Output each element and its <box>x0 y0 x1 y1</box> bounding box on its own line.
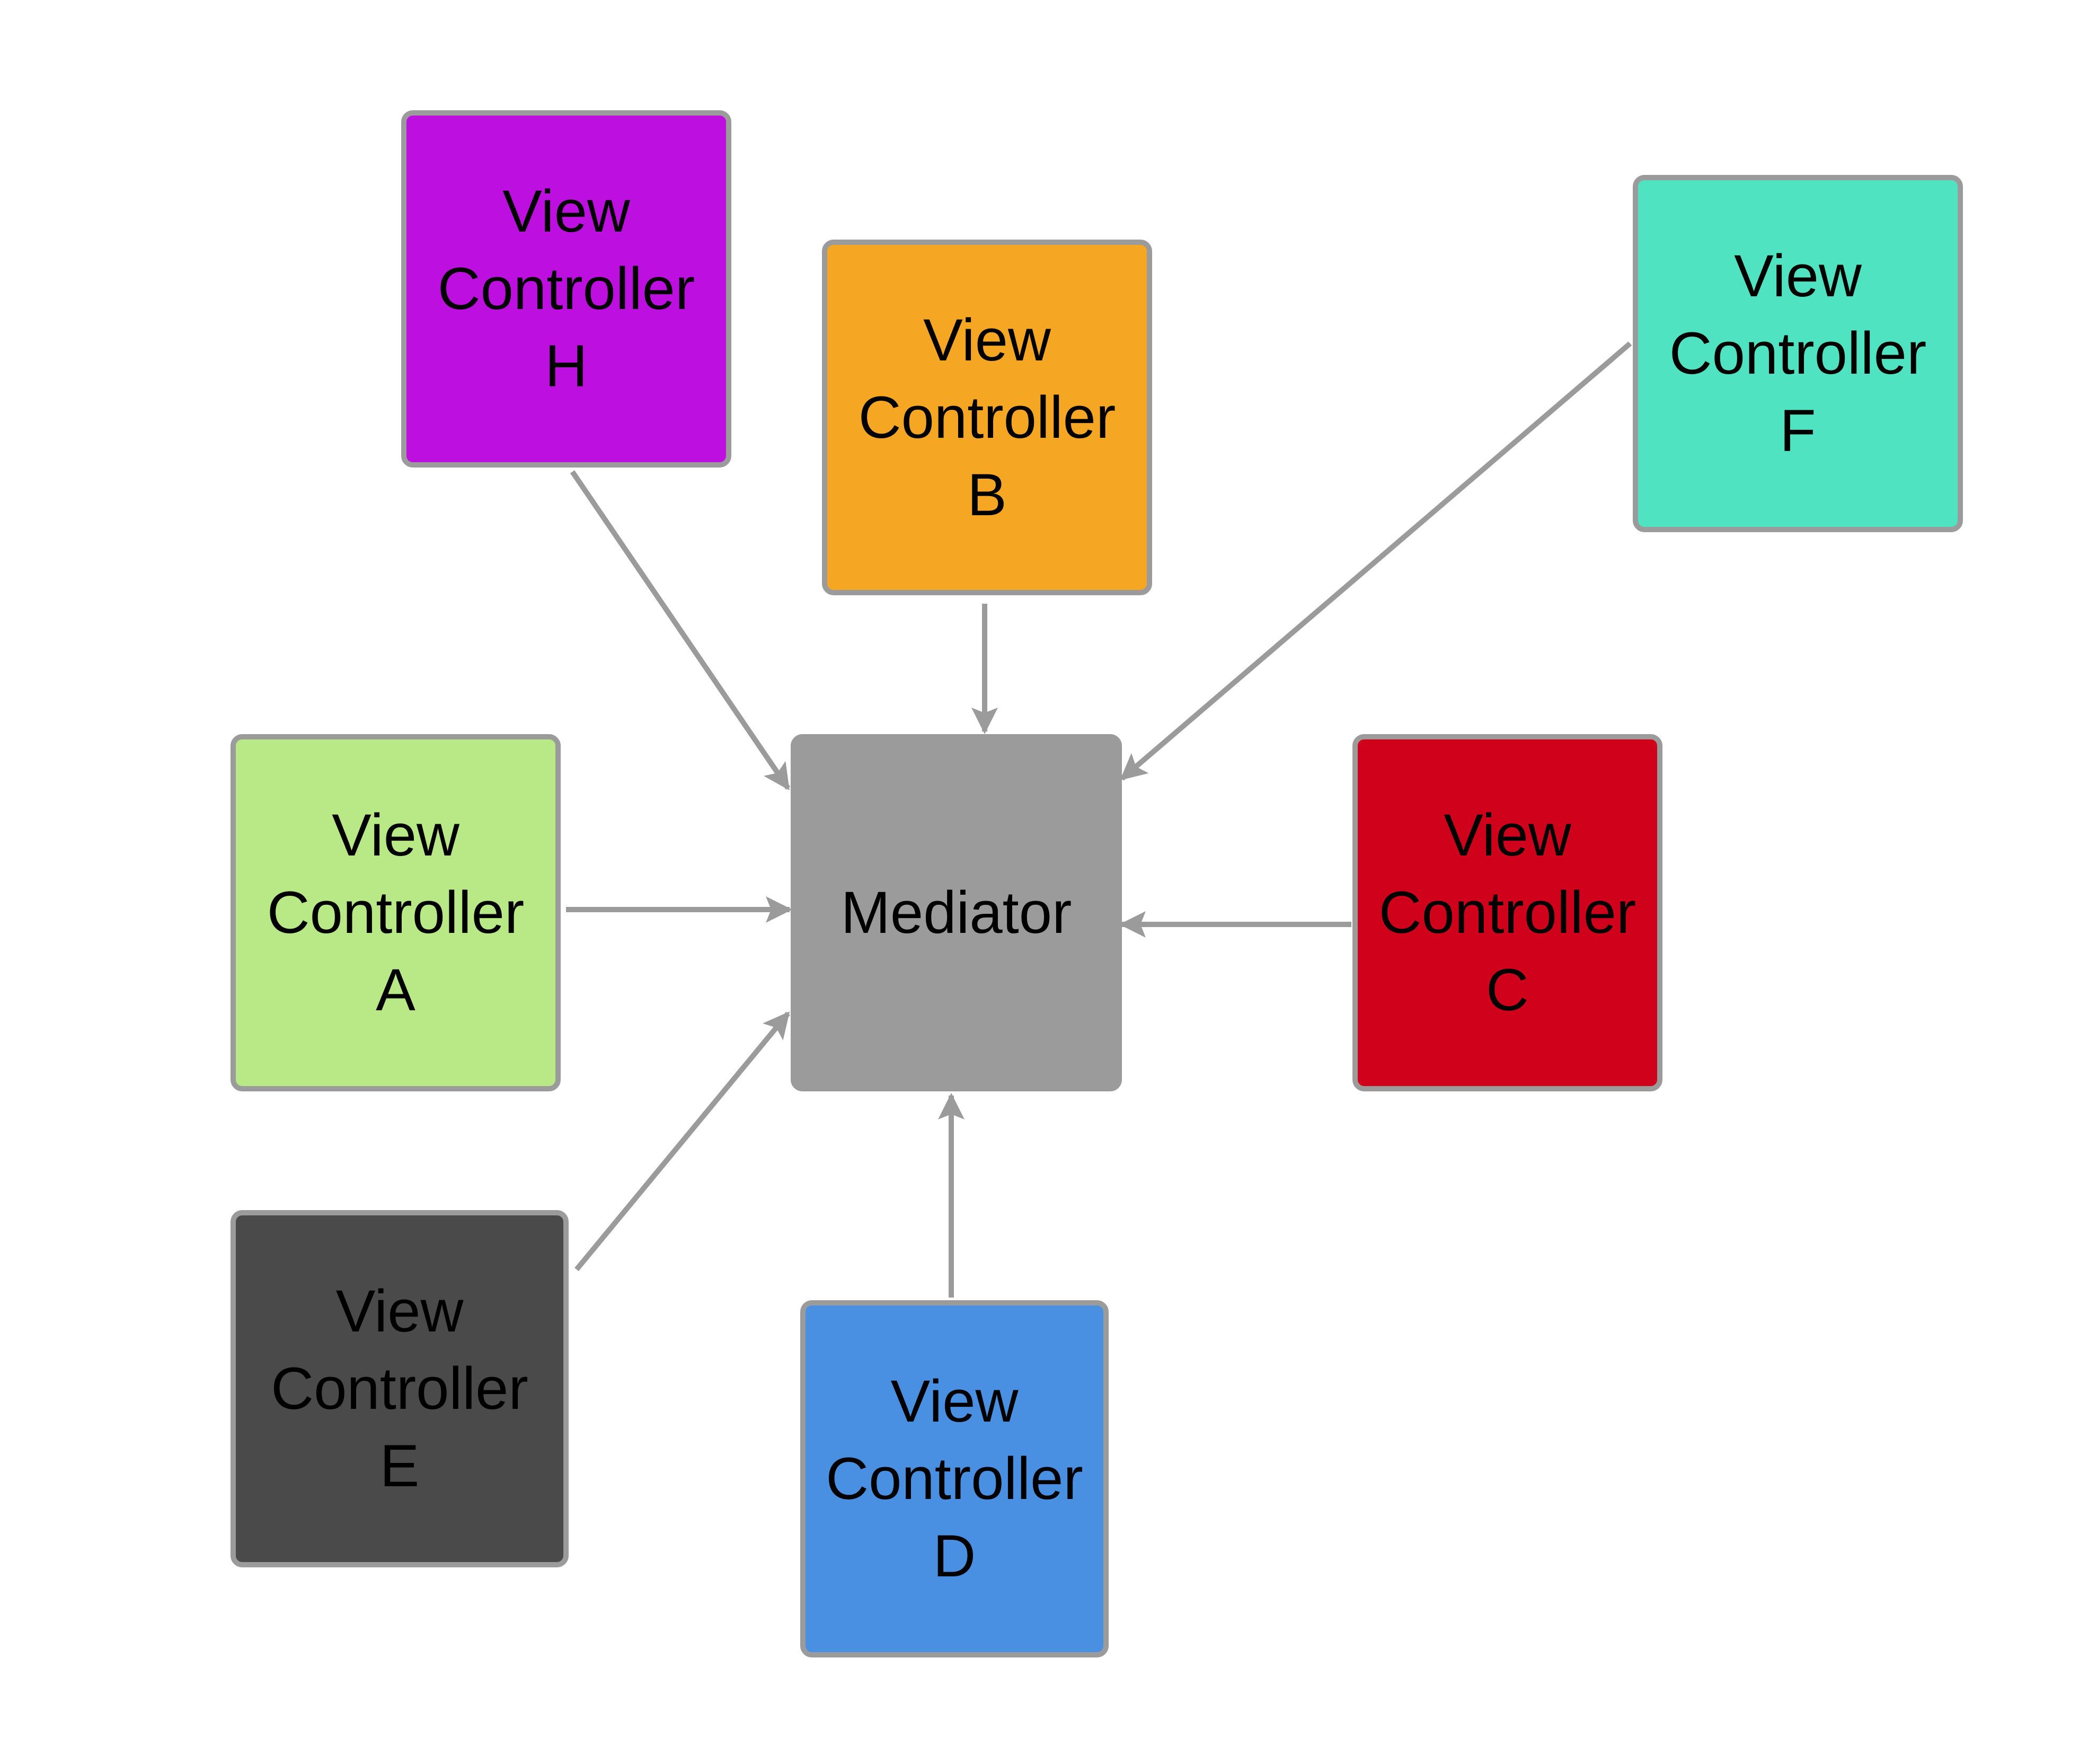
node-label: View Controller E <box>271 1278 528 1499</box>
node-label: View Controller B <box>858 306 1116 528</box>
edge-vc-e-to-mediator <box>574 1011 790 1272</box>
node-view-controller-a: View Controller A <box>231 734 561 1091</box>
edge-vc-h-to-mediator <box>570 470 791 791</box>
node-label: View Controller C <box>1378 802 1636 1023</box>
node-mediator: Mediator <box>791 734 1122 1091</box>
node-label: View Controller A <box>267 802 525 1023</box>
node-label: View Controller H <box>437 178 695 399</box>
node-view-controller-h: View Controller H <box>401 110 731 468</box>
node-view-controller-d: View Controller D <box>800 1300 1109 1657</box>
node-view-controller-b: View Controller B <box>822 240 1152 595</box>
node-label: Mediator <box>840 879 1072 946</box>
node-label: View Controller D <box>826 1368 1083 1589</box>
node-view-controller-c: View Controller C <box>1352 734 1662 1091</box>
edge-vc-f-to-mediator <box>1120 341 1632 781</box>
node-label: View Controller F <box>1669 243 1927 464</box>
node-view-controller-e: View Controller E <box>231 1210 569 1567</box>
node-view-controller-f: View Controller F <box>1633 175 1963 532</box>
